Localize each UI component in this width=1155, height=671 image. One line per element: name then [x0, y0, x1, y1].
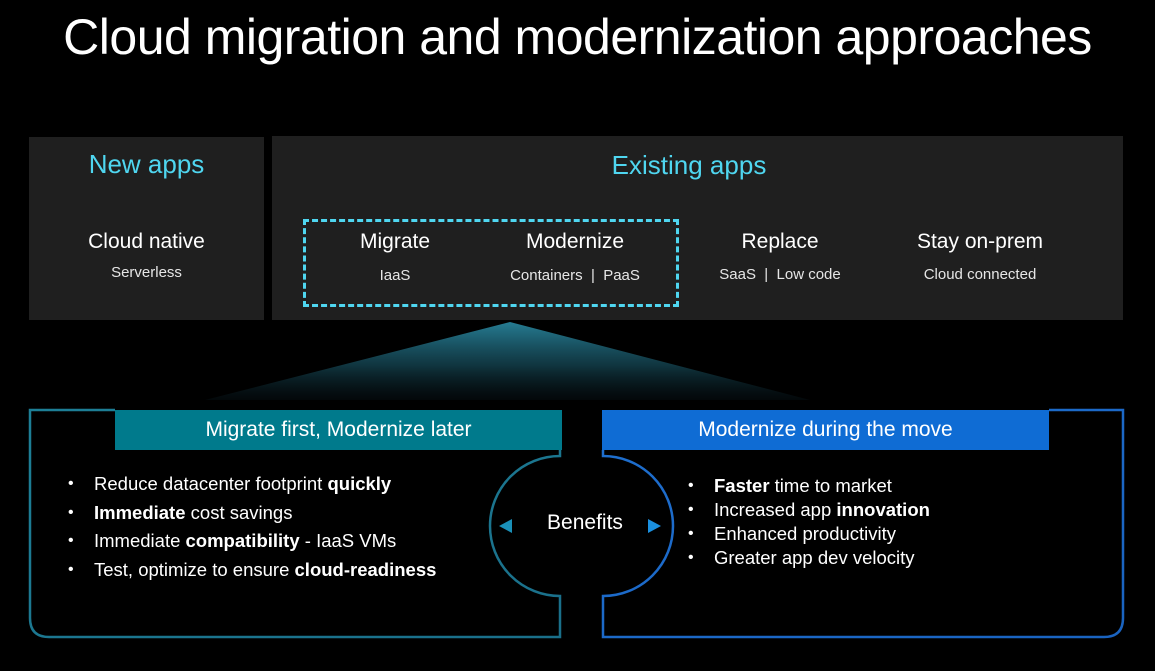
list-item: Enhanced productivity [688, 522, 930, 546]
right-benefits-list: Faster time to market Increased app inno… [688, 474, 930, 570]
list-item: Increased app innovation [688, 498, 930, 522]
benefits-label: Benefits [547, 511, 623, 534]
existing-apps-heading: Existing apps [611, 150, 767, 180]
migrate-sub: IaaS [379, 267, 411, 284]
existing-apps-panel: Existing apps Migrate IaaS Modernize Con… [272, 136, 1123, 320]
new-apps-heading: New apps [88, 149, 205, 179]
modernize-sub: Containers | PaaS [510, 267, 640, 284]
right-approach-frame [601, 408, 1125, 639]
cloud-native-item: Cloud native Serverless [29, 230, 264, 281]
stay-on-prem-item: Stay on-prem Cloud connected [890, 230, 1070, 283]
replace-title: Replace [741, 230, 819, 253]
list-item: Immediate compatibility - IaaS VMs [68, 527, 436, 556]
replace-sub: SaaS | Low code [719, 266, 841, 283]
replace-item: Replace SaaS | Low code [700, 230, 860, 283]
stay-on-prem-title: Stay on-prem [916, 230, 1044, 253]
list-item: Immediate cost savings [68, 499, 436, 528]
new-apps-panel: New apps Cloud native Serverless [29, 137, 264, 320]
list-item: Reduce datacenter footprint quickly [68, 470, 436, 499]
left-arrow-icon [499, 519, 512, 533]
cloud-native-title: Cloud native [88, 230, 205, 253]
cloud-native-sub: Serverless [111, 264, 182, 281]
list-item: Greater app dev velocity [688, 546, 930, 570]
modernize-title: Modernize [525, 230, 625, 253]
stay-on-prem-sub: Cloud connected [923, 266, 1037, 283]
list-item: Faster time to market [688, 474, 930, 498]
left-benefits-list: Reduce datacenter footprint quickly Imme… [68, 470, 436, 584]
right-arrow-icon [648, 519, 661, 533]
migrate-item: Migrate IaaS [325, 230, 465, 284]
modernize-item: Modernize Containers | PaaS [490, 230, 660, 284]
left-approach-heading: Migrate first, Modernize later [115, 410, 562, 450]
slide-title: Cloud migration and modernization approa… [63, 9, 1092, 65]
list-item: Test, optimize to ensure cloud-readiness [68, 556, 436, 585]
migrate-title: Migrate [359, 230, 431, 253]
migrate-modernize-highlight [303, 219, 679, 307]
left-approach-frame [28, 408, 562, 639]
funnel-shape [205, 322, 810, 400]
right-approach-heading: Modernize during the move [602, 410, 1049, 450]
